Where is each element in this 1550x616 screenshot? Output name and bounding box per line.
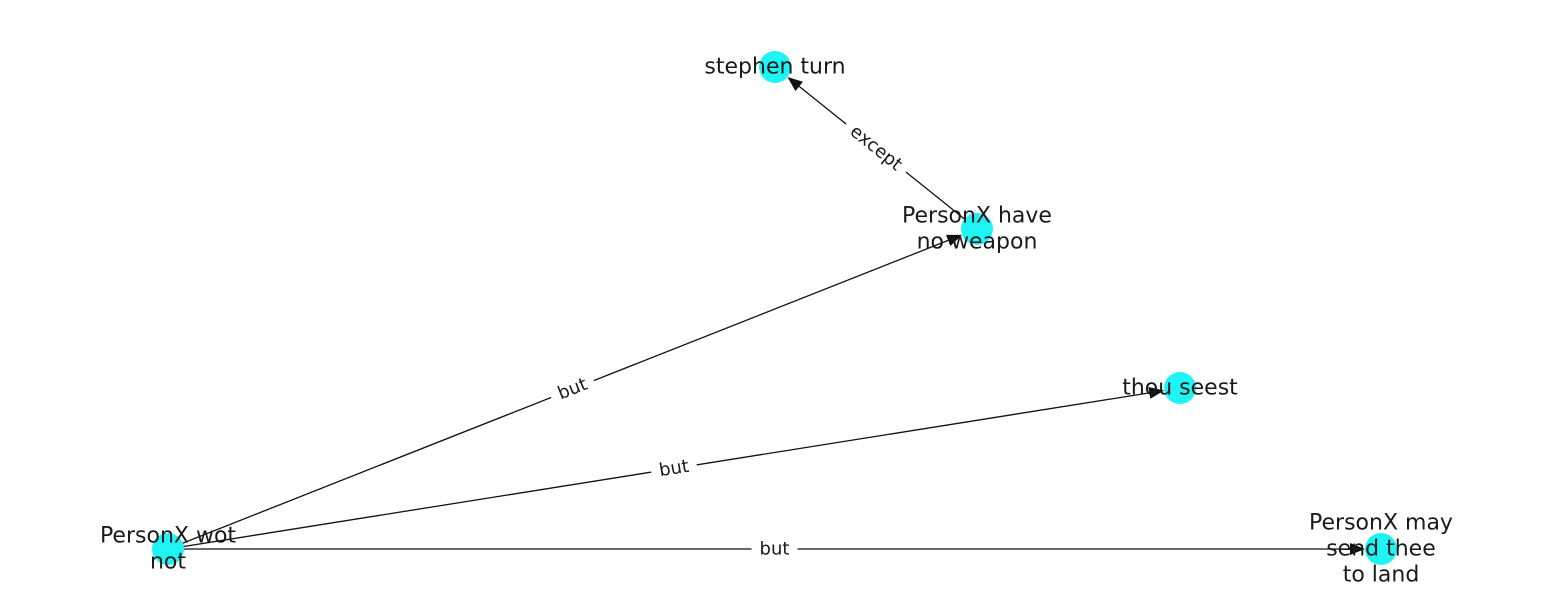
node-label-line: thou seest <box>1122 376 1238 401</box>
node-label-line: no weapon <box>917 230 1038 255</box>
edge-label-backdrop <box>546 369 599 409</box>
edge-label-backdrop <box>649 453 699 484</box>
node-personx-wot-not <box>152 533 184 565</box>
edge-label: but <box>760 539 790 560</box>
edges-layer: except but but but <box>167 77 1365 561</box>
arrowhead-icon <box>1148 386 1165 399</box>
node-label-line: not <box>150 550 186 575</box>
node-personx-may-send-thee-to-land <box>1365 533 1397 565</box>
edge-n4-n3: but <box>167 386 1165 550</box>
node-label-line: PersonX have <box>902 204 1052 229</box>
node-thou-seest <box>1164 372 1196 404</box>
node-label-line: PersonX wot <box>100 524 236 549</box>
edge-label-backdrop <box>751 537 798 561</box>
edge-label-group: but <box>649 453 699 484</box>
edge-label-group: but <box>546 369 599 409</box>
arrowhead-icon <box>1350 543 1365 555</box>
edge-n4-n2: but <box>167 234 963 550</box>
node-label-line: to land <box>1343 563 1420 588</box>
node-label-line: send thee <box>1326 537 1436 562</box>
edge-label: except <box>846 121 906 175</box>
node-label-line: stephen turn <box>704 55 845 80</box>
node-stephen-turn <box>759 51 791 83</box>
edge-label-backdrop <box>838 115 914 181</box>
node-label-line: PersonX may <box>1309 511 1453 536</box>
edge-label-group: except <box>838 115 914 181</box>
edge-label: but <box>658 456 691 481</box>
arrowhead-icon <box>945 234 963 246</box>
edge-label-group: but <box>751 537 798 561</box>
node-label: stephen turn <box>704 55 845 80</box>
arrowhead-icon <box>787 77 803 92</box>
nodes-layer <box>152 51 1397 565</box>
edge-n4-n5: but <box>168 537 1365 561</box>
node-personx-have-no-weapon <box>961 213 993 245</box>
node-label: thou seest <box>1122 376 1238 401</box>
